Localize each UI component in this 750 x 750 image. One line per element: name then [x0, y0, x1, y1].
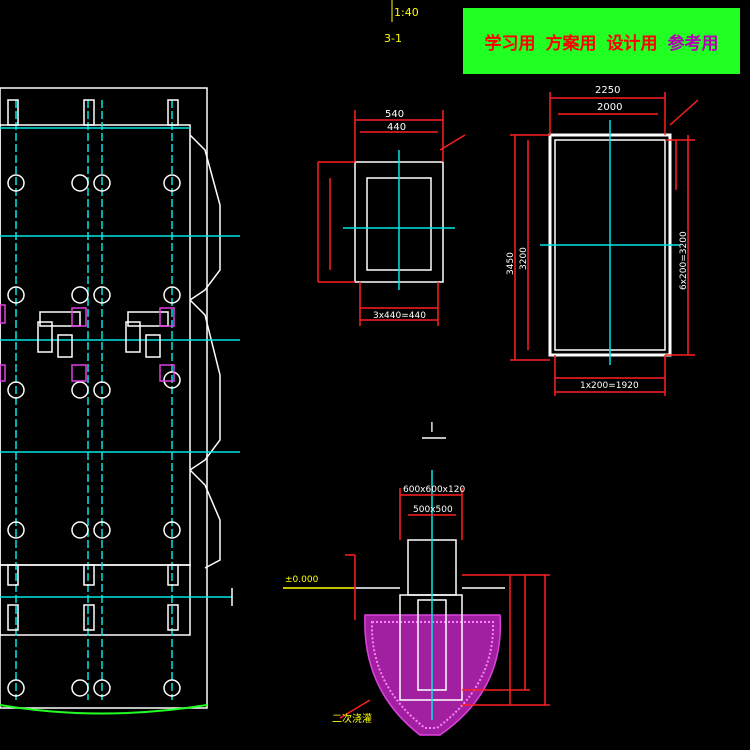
- small-plan-view: 540 440 3x440=440: [317, 109, 466, 326]
- large-plan-view: 2250 2000 1x200=1920 3450 3200 6x200=320…: [506, 85, 699, 396]
- dim-2000-label: 2000: [597, 102, 622, 113]
- detail-elevation: ±0.000: [285, 575, 319, 585]
- dim-3450-label: 3450: [506, 252, 516, 275]
- small-dims: [317, 110, 466, 326]
- detail-top-dim2: 500x500: [413, 505, 453, 515]
- plan-lower-band: [0, 564, 191, 636]
- dim-540-label: 540: [385, 109, 404, 120]
- foundation-detail: 600x600x120 500x500 ±0.000 二次浇灌: [283, 470, 550, 736]
- plan-outer-frame: [0, 87, 208, 709]
- detail-grout-note: 二次浇灌: [332, 712, 372, 725]
- section-mark-label: I: [430, 421, 434, 436]
- top-small-label: 1:40 3-1: [384, 0, 419, 45]
- top-lugs: [7, 99, 179, 631]
- dim-3200-label: 3200: [519, 247, 529, 270]
- top-label-sub: 3-1: [384, 32, 402, 45]
- bottom-arc: [0, 704, 208, 715]
- detail-top-dim1: 600x600x120: [403, 485, 465, 495]
- detail-dims: [339, 488, 550, 719]
- drive-details: [0, 304, 175, 382]
- dim-3x440-label: 3x440=440: [373, 311, 426, 321]
- plan-view: [0, 87, 240, 715]
- banner-tag-scheme: 方案用: [545, 33, 597, 54]
- dim-440-label: 440: [387, 122, 406, 133]
- dim-2250-label: 2250: [595, 85, 620, 96]
- plan-side-bevel-top: [189, 134, 221, 301]
- bolt-holes: [7, 174, 181, 697]
- banner-tag-study: 学习用: [484, 33, 536, 54]
- section-mark: I: [422, 421, 446, 439]
- banner-tag-reference: 参考用: [667, 33, 719, 54]
- dim-bottom-right-label: 1x200=1920: [580, 381, 639, 391]
- banner-tag-design: 设计用: [606, 33, 658, 54]
- plan-side-bevel-bot: [189, 469, 221, 569]
- usage-banner: 学习用 方案用 设计用 参考用: [463, 8, 740, 74]
- plan-side-bevel-mid: [189, 299, 221, 471]
- top-label-scale: 1:40: [394, 6, 419, 19]
- dim-6x200-label: 6x200=3200: [679, 231, 689, 290]
- large-dims: [510, 92, 699, 396]
- plan-inner-frame: [0, 124, 191, 566]
